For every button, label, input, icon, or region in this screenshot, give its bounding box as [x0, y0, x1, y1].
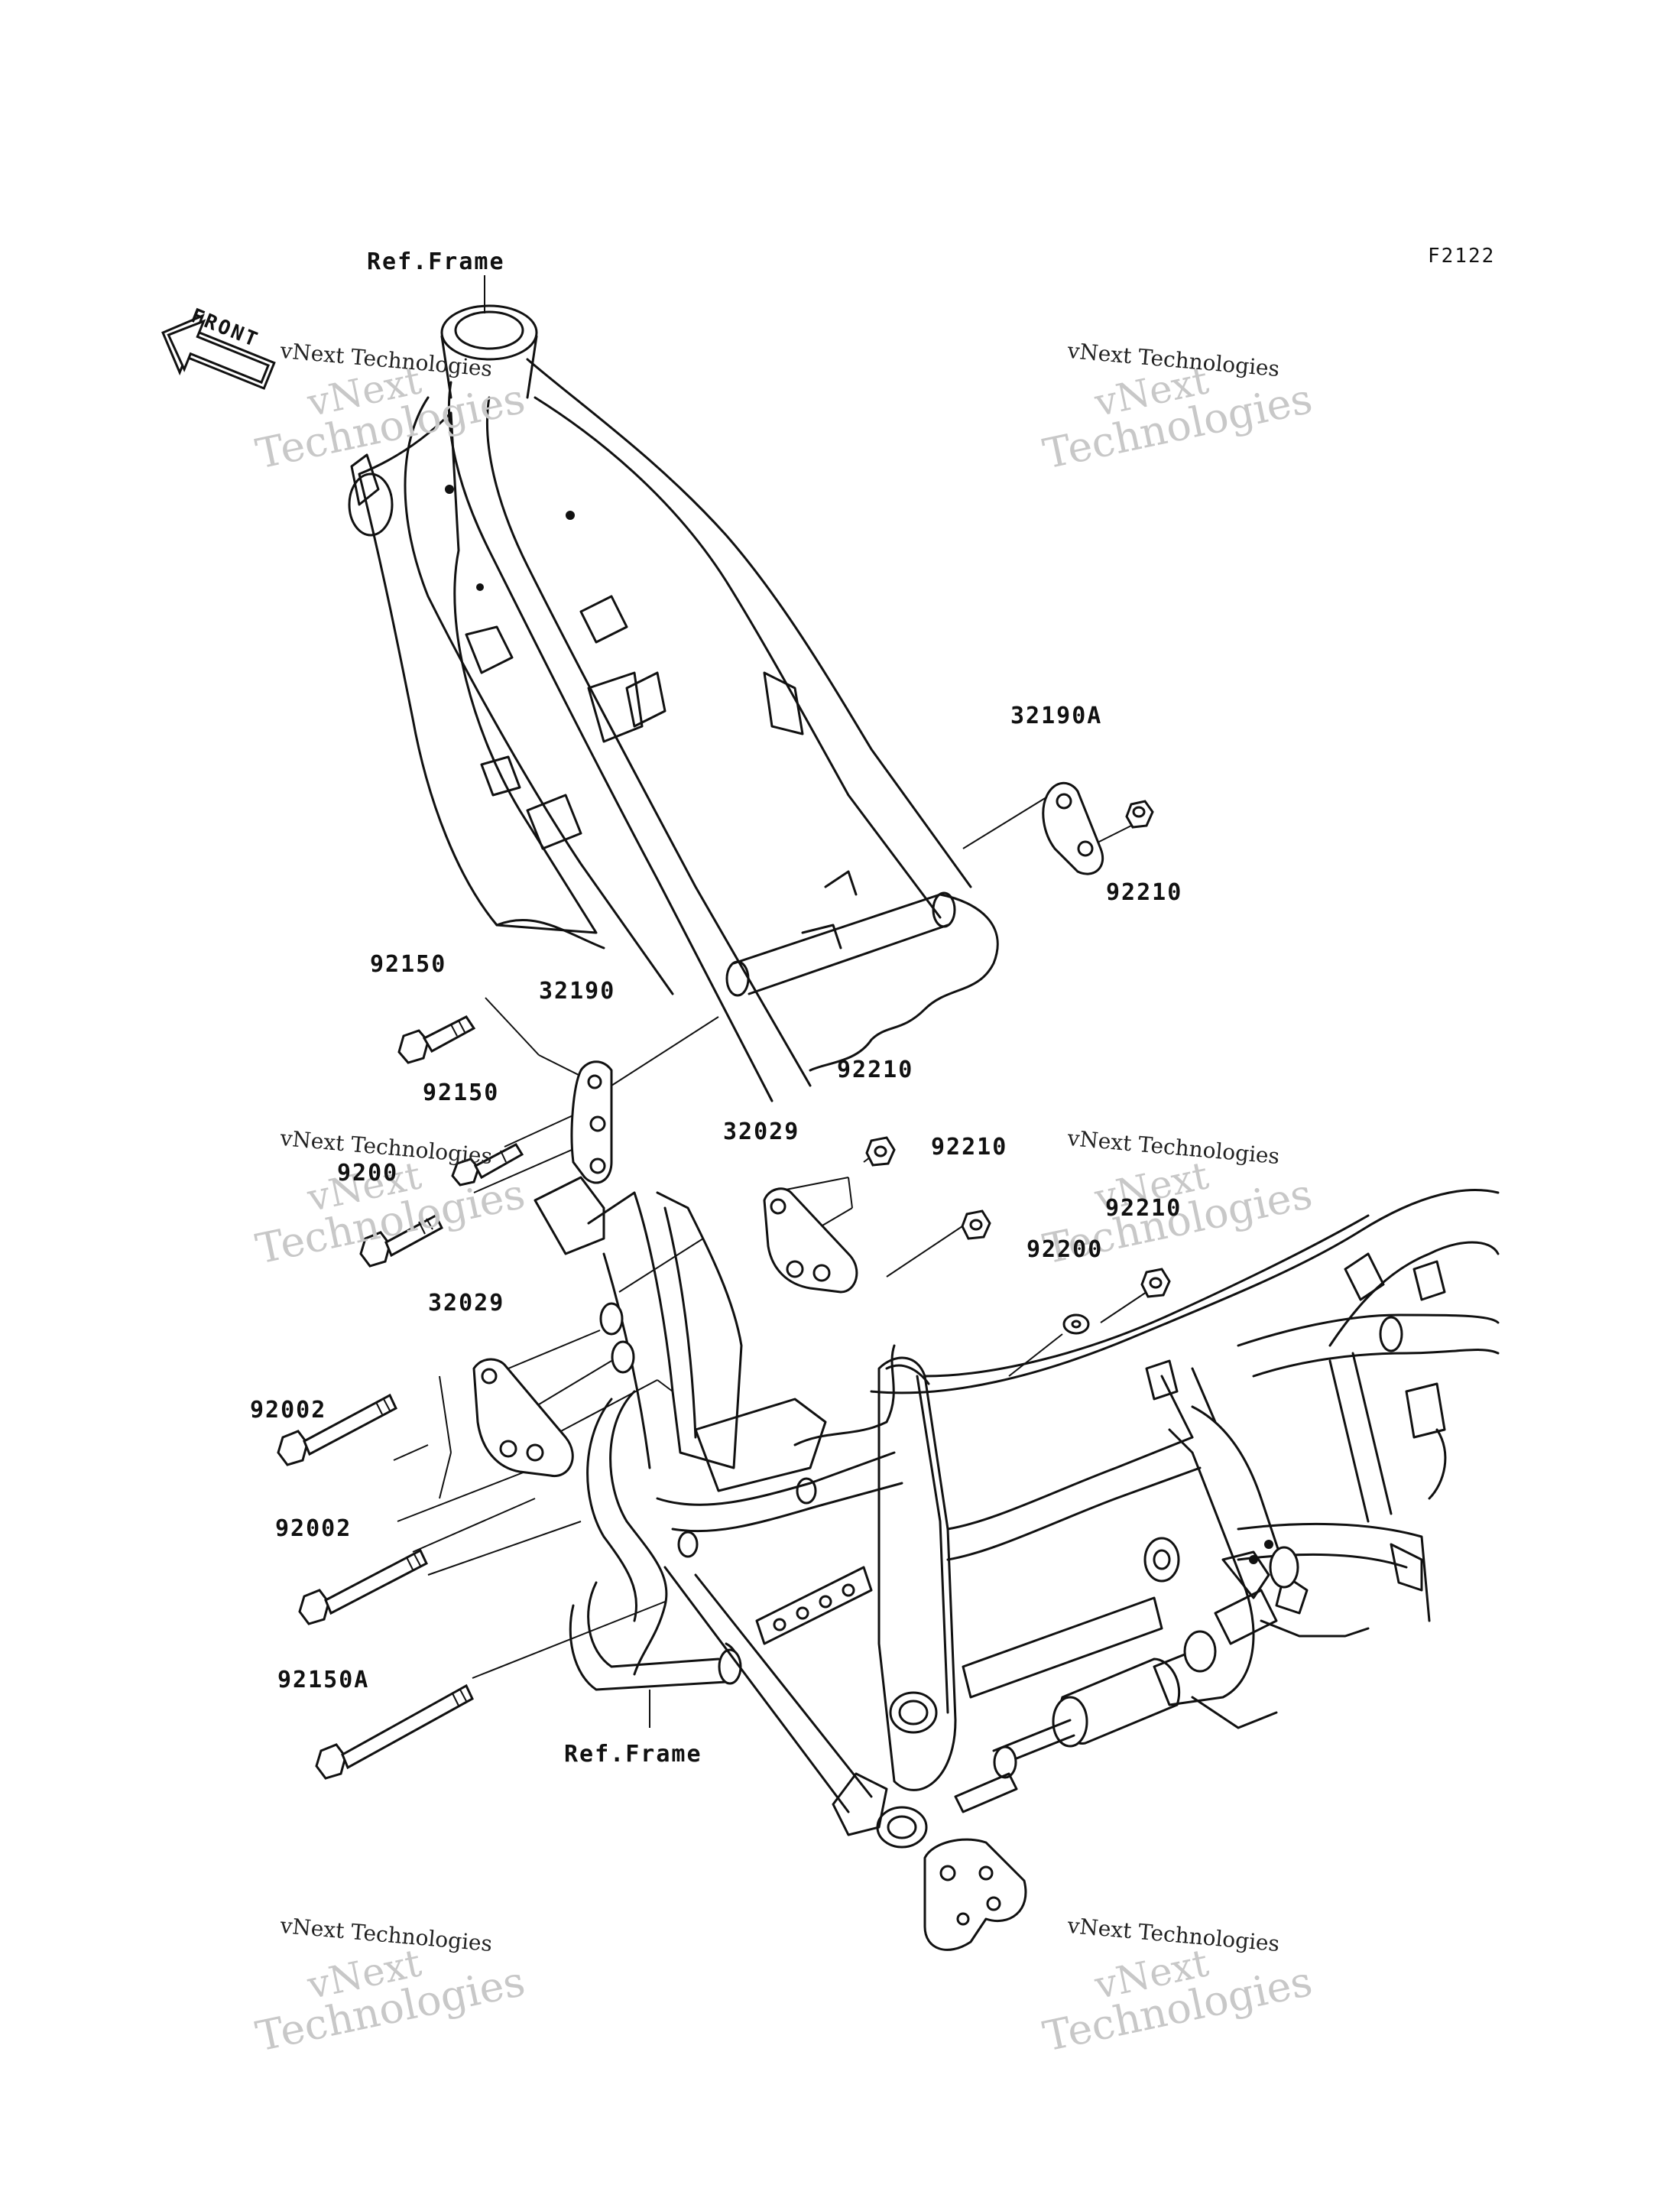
washer-92200: [1062, 1313, 1090, 1335]
ref-frame-label-bottom: Ref.Frame: [564, 1741, 702, 1768]
bolt-9200: [359, 1213, 443, 1268]
nut-92210-b: [865, 1136, 896, 1167]
bolt-92150-a: [397, 1015, 476, 1064]
leader-lines: [393, 275, 1147, 1728]
part-label-92002: 92002: [275, 1515, 352, 1542]
front-arrow-icon: [161, 313, 276, 390]
part-label-92210: 92210: [1105, 1195, 1182, 1222]
diagram-code: F2122: [1428, 245, 1496, 268]
part-label-92150: 92150: [370, 951, 447, 978]
bracket-32029-a: [763, 1187, 858, 1294]
part-label-92200: 92200: [1026, 1236, 1104, 1263]
nut-92210-d: [1140, 1268, 1171, 1298]
part-label-92210: 92210: [931, 1134, 1008, 1161]
part-label-32190: 32190: [539, 978, 616, 1005]
part-label-92210: 92210: [1106, 879, 1183, 906]
part-label-92150: 92150: [423, 1080, 500, 1106]
nut-92210-a: [1125, 800, 1154, 829]
part-label-92150A: 92150A: [277, 1667, 370, 1693]
bolt-92002-a: [277, 1393, 397, 1466]
part-label-92002: 92002: [250, 1397, 327, 1424]
upper-frame: [348, 304, 999, 1102]
bolt-92150-b: [451, 1143, 524, 1187]
bracket-32190A: [1042, 781, 1104, 875]
part-label-32190A: 32190A: [1010, 703, 1103, 729]
ref-frame-label-top: Ref.Frame: [367, 248, 505, 275]
nut-92210-c: [961, 1209, 991, 1240]
bracket-32029-b: [472, 1358, 574, 1477]
part-label-32029: 32029: [428, 1290, 505, 1317]
bolt-92150A: [315, 1683, 474, 1780]
part-label-9200: 9200: [337, 1160, 399, 1187]
lower-frame: [534, 1176, 1500, 1951]
part-label-32029: 32029: [723, 1118, 800, 1145]
bracket-32190: [570, 1060, 613, 1184]
bolt-92002-b: [298, 1548, 428, 1625]
part-label-92210: 92210: [837, 1057, 914, 1083]
